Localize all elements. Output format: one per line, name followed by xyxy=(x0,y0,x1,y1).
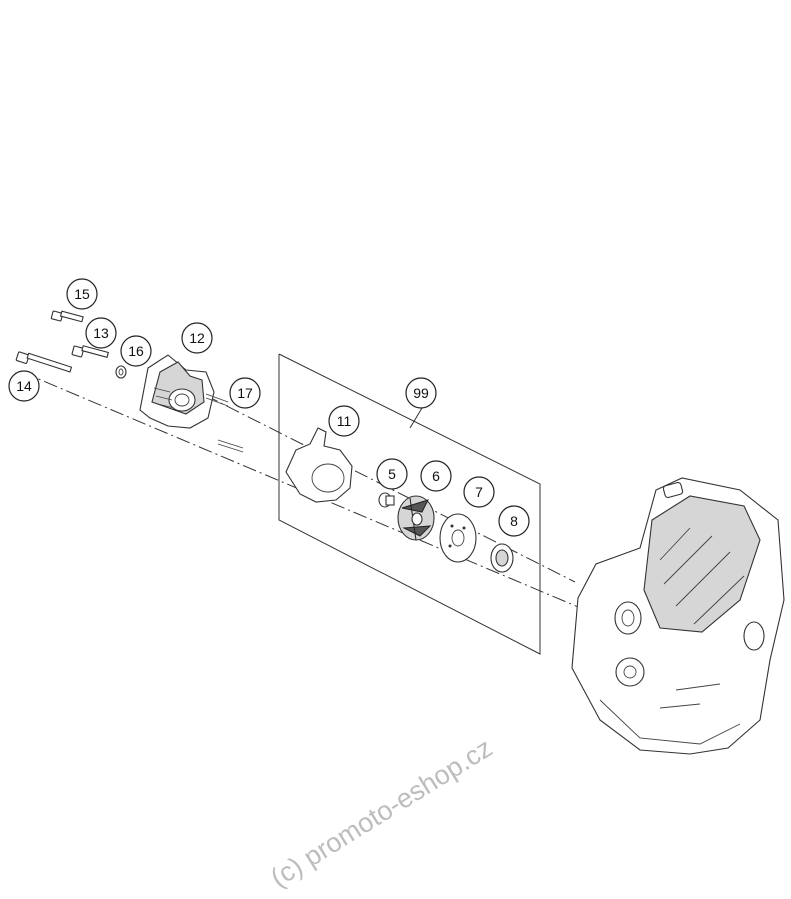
callout-12: 12 xyxy=(181,322,213,354)
assembly-axis-lines xyxy=(21,371,591,613)
callout-17: 17 xyxy=(229,377,261,409)
callout-14: 14 xyxy=(8,370,40,402)
seal-8 xyxy=(490,543,514,573)
bolt-15 xyxy=(50,310,84,323)
watermark-text: (c) promoto-eshop.cz xyxy=(265,732,497,893)
callout-16: 16 xyxy=(120,335,152,367)
callout-6: 6 xyxy=(420,460,452,492)
engine-case xyxy=(571,477,785,755)
callout-5: 5 xyxy=(376,458,408,490)
callout-7-label: 7 xyxy=(475,484,483,500)
pump-cover-12 xyxy=(139,354,215,429)
callout-99: 99 xyxy=(405,377,437,409)
callout-8: 8 xyxy=(498,505,530,537)
gasket-11 xyxy=(285,427,353,503)
callout-99-label: 99 xyxy=(413,385,429,401)
callout-6-label: 6 xyxy=(432,468,440,484)
callout-13: 13 xyxy=(85,317,117,349)
pin-17 xyxy=(205,393,244,453)
bolt-13 xyxy=(71,345,110,358)
callout-8-label: 8 xyxy=(510,513,518,529)
washer-16 xyxy=(115,365,127,379)
callout-7: 7 xyxy=(463,476,495,508)
callout-12-label: 12 xyxy=(189,330,205,346)
impeller-6 xyxy=(397,495,435,541)
callout-15: 15 xyxy=(66,278,98,310)
bolt-14 xyxy=(15,351,73,373)
callout-11-label: 11 xyxy=(337,413,352,429)
callout-17-label: 17 xyxy=(237,385,253,401)
callout-14-label: 14 xyxy=(16,378,32,394)
callout-16-label: 16 xyxy=(128,343,144,359)
callout-5-label: 5 xyxy=(388,466,396,482)
kit-99-frame xyxy=(278,353,541,655)
callout-15-label: 15 xyxy=(74,286,90,302)
callout-13-label: 13 xyxy=(93,325,109,341)
disc-7 xyxy=(439,513,477,563)
callout-11: 11 xyxy=(328,405,360,437)
nut-5 xyxy=(378,492,395,508)
